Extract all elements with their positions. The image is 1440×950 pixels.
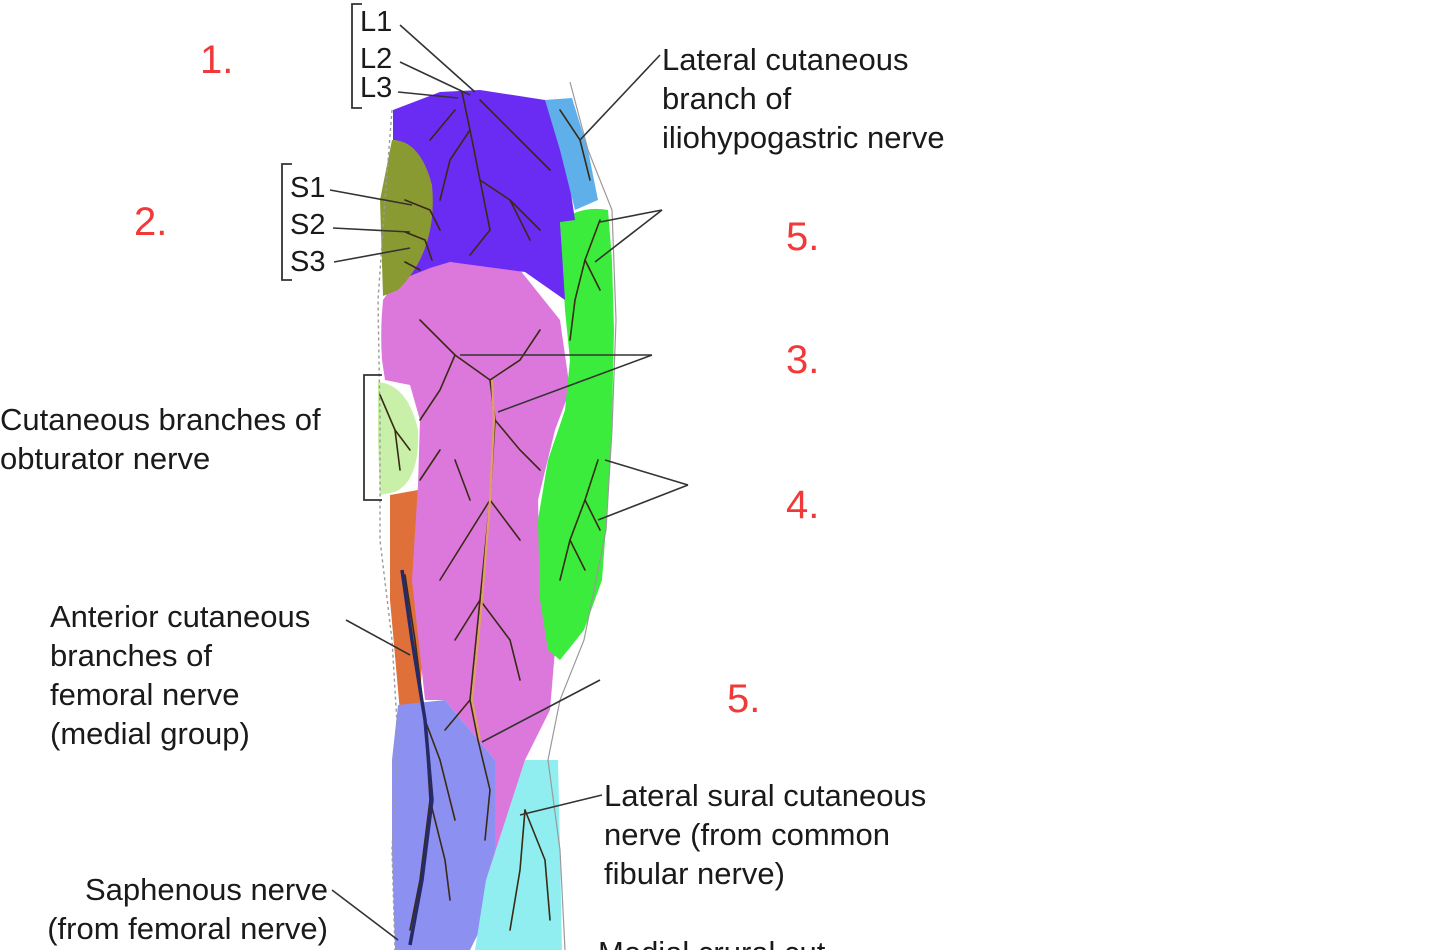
label-line: Lateral sural cutaneous xyxy=(604,778,927,813)
sacral-zone-region xyxy=(380,140,433,296)
femoral-zone-region xyxy=(381,262,570,880)
segment-label: L1 xyxy=(360,6,393,38)
label-lateral-sural: Lateral sural cutaneous nerve (from comm… xyxy=(604,776,926,893)
label-saphenous: Saphenous nerve (from femoral nerve) xyxy=(18,870,328,948)
segment-label-lumbar-group: L1 L2 L3 xyxy=(360,6,392,105)
label-anterior-cutaneous-femoral: Anterior cutaneous branches of femoral n… xyxy=(50,597,310,753)
nerve-branches xyxy=(379,91,601,931)
lateral-strip-region xyxy=(545,98,598,210)
label-line: Saphenous nerve xyxy=(84,872,328,907)
label-line: branches of xyxy=(50,638,212,673)
label-medial-crural-cut: Medial crural cut xyxy=(598,933,825,950)
segment-label: S1 xyxy=(290,172,326,204)
segment-label: S3 xyxy=(290,246,326,278)
segment-label: L3 xyxy=(360,72,393,104)
obturator-zone-region xyxy=(378,382,419,495)
number-marker-5-upper: 5. xyxy=(786,215,820,259)
segment-label-sacral-group: S1 S2 S3 xyxy=(290,172,325,279)
label-line: Cutaneous branches of xyxy=(0,402,321,437)
label-line: Anterior cutaneous xyxy=(50,599,311,634)
l1-zone-region xyxy=(393,90,575,300)
label-line: Lateral cutaneous xyxy=(662,42,909,77)
number-marker-2: 2. xyxy=(134,200,168,244)
leader-lines xyxy=(329,24,689,941)
brackets xyxy=(281,3,382,501)
leg-outline xyxy=(377,109,399,950)
label-line: femoral nerve xyxy=(50,677,240,712)
label-line: (medial group) xyxy=(50,716,250,751)
number-marker-5-lower: 5. xyxy=(727,677,761,721)
label-line: (from femoral nerve) xyxy=(47,911,328,946)
label-lateral-cutaneous-iliohypogastric: Lateral cutaneous branch of iliohypogast… xyxy=(662,40,945,157)
number-marker-1: 1. xyxy=(200,38,234,82)
label-line: fibular nerve) xyxy=(604,856,785,891)
lateral-sural-zone-region xyxy=(475,760,562,950)
segment-label: S2 xyxy=(290,209,326,241)
label-obturator: Cutaneous branches of obturator nerve xyxy=(0,400,321,478)
leg-outline-lateral xyxy=(547,81,617,950)
number-marker-3: 3. xyxy=(786,338,820,382)
femoral-trunk xyxy=(470,379,496,741)
number-marker-4: 4. xyxy=(786,483,820,527)
label-line: iliohypogastric nerve xyxy=(662,120,945,155)
label-line: nerve (from common xyxy=(604,817,890,852)
lateral-femoral-zone-region xyxy=(538,208,614,660)
saphenous-vein xyxy=(400,569,434,946)
segment-label: L2 xyxy=(360,43,393,75)
label-line: obturator nerve xyxy=(0,441,211,476)
label-line: branch of xyxy=(662,81,792,116)
